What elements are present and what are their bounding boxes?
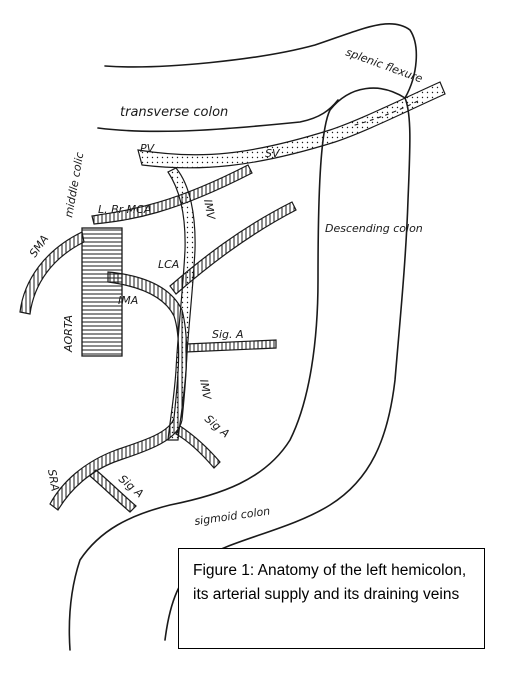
ima-artery [49, 271, 188, 511]
aorta [81, 227, 123, 357]
sigmoid-artery-3 [89, 469, 137, 513]
inferior-mesenteric-vein [167, 167, 196, 441]
lca-artery [169, 201, 297, 295]
label-l-br-mca: L. Br MCA [98, 203, 151, 216]
splenic-vein [137, 81, 446, 169]
label-middle-colic: middle colic [62, 151, 86, 218]
label-lca: LCA [158, 258, 179, 271]
label-descending-colon: Descending colon [325, 222, 423, 235]
label-imv-upper: IMV [201, 198, 218, 222]
figure-caption-text: Figure 1: Anatomy of the left hemicolon,… [193, 562, 467, 603]
left-branch-mca [91, 164, 253, 225]
label-ima: IMA [118, 294, 138, 307]
sma-artery [19, 231, 85, 315]
figure-caption: Figure 1: Anatomy of the left hemicolon,… [178, 548, 485, 649]
label-aorta: AORTA [62, 315, 75, 353]
sigmoid-artery-1 [185, 339, 277, 353]
label-transverse-colon: transverse colon [120, 105, 228, 120]
label-sig-a-2: Sig A [202, 412, 232, 440]
label-splenic-flexure: splenic flexure [344, 46, 425, 86]
label-imv-lower: IMV [197, 378, 214, 402]
label-sigmoid-colon: sigmoid colon [194, 504, 271, 527]
sigmoid-artery-2 [175, 425, 221, 469]
label-sig-a-1: Sig. A [212, 328, 244, 341]
label-pv: PV [140, 142, 156, 155]
label-sra: SRA [45, 468, 62, 492]
label-sv: SV [265, 147, 281, 160]
